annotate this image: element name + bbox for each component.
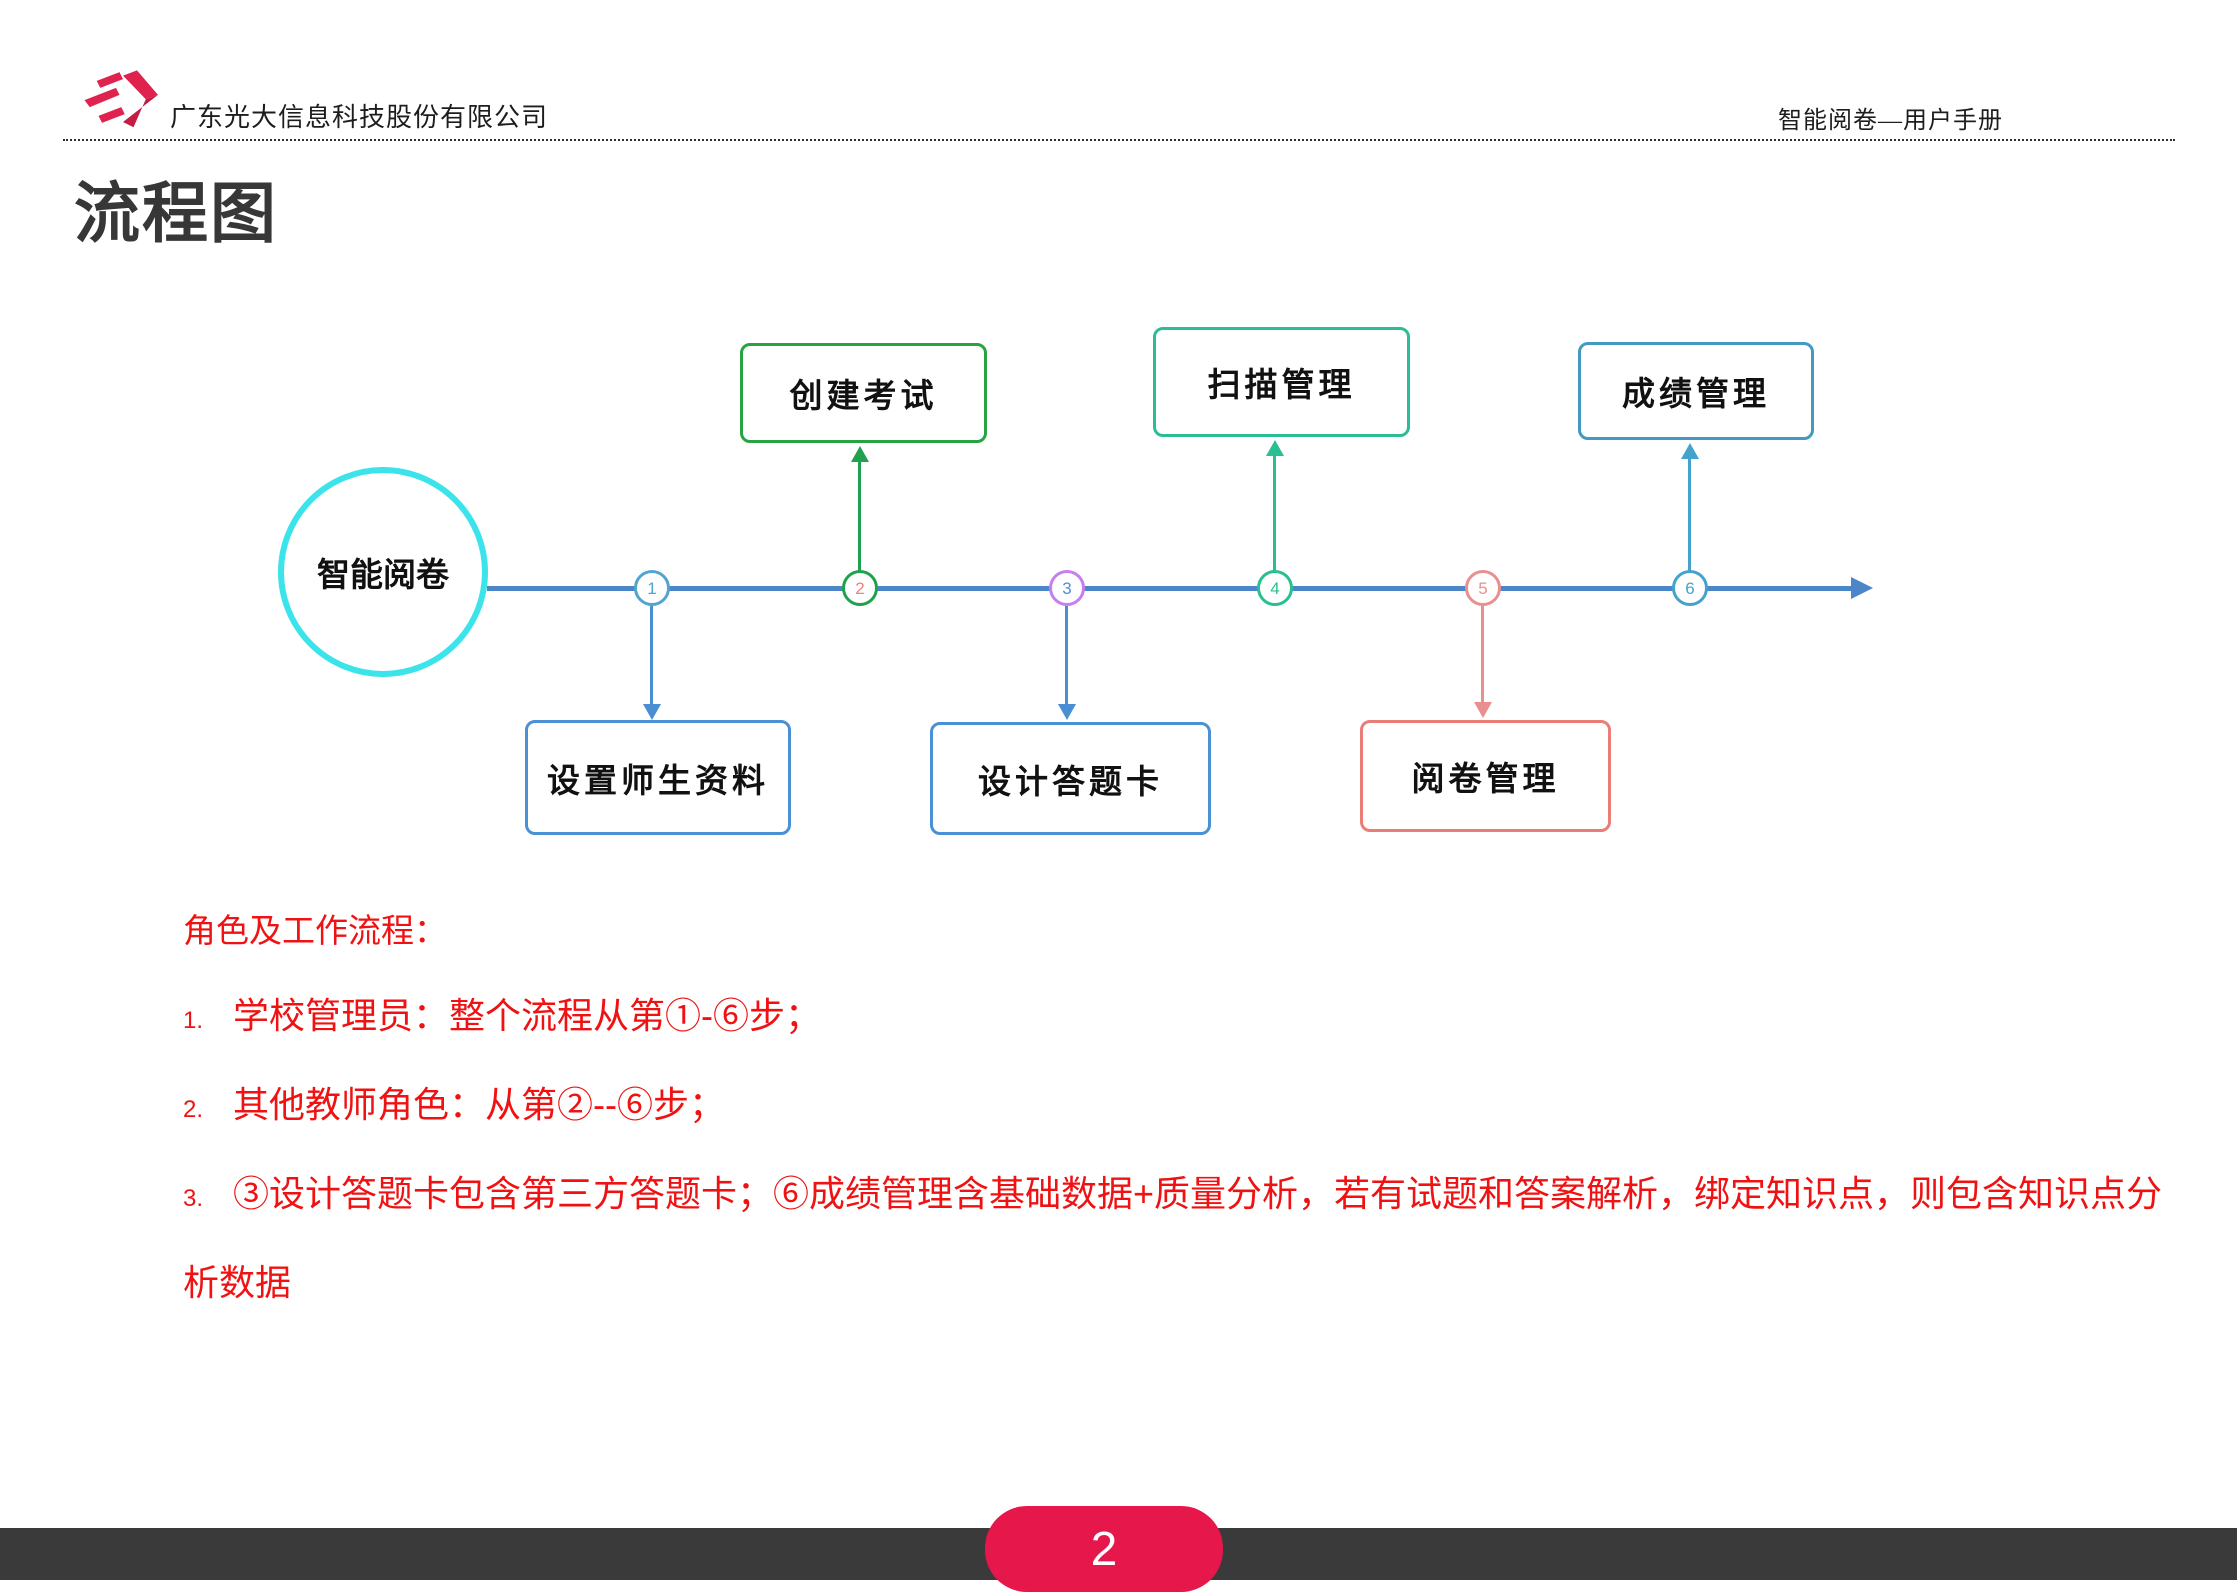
box-setup-teacher-student-data: 设置师生资料 — [525, 720, 791, 835]
node-number: 5 — [1478, 578, 1488, 598]
timeline-node-4: 4 — [1257, 570, 1293, 606]
arrow-down-icon — [643, 704, 661, 720]
connector-node5-down — [1481, 606, 1484, 702]
timeline-arrow-right-icon — [1851, 577, 1873, 599]
notes-section: 角色及工作流程： 1. 学校管理员：整个流程从第①-⑥步； 2. 其他教师角色：从第… — [183, 906, 2175, 1325]
timeline-node-1: 1 — [634, 570, 670, 606]
note-item-3: 3.③设计答题卡包含第三方答题卡；⑥成绩管理含基础数据+质量分析，若有试题和答案… — [183, 1152, 2175, 1325]
box-label: 创建考试 — [789, 379, 938, 415]
company-name: 广东光大信息科技股份有限公司 — [170, 103, 549, 132]
box-label: 扫描管理 — [1207, 368, 1356, 404]
note-number: 1. — [183, 1007, 204, 1034]
manual-title: 智能阅卷—用户手册 — [1778, 108, 2003, 134]
company-logo-icon — [84, 70, 158, 128]
note-item-1: 1. 学校管理员：整个流程从第①-⑥步； — [183, 974, 2175, 1063]
arrow-up-icon — [1266, 440, 1284, 456]
box-create-exam: 创建考试 — [740, 343, 987, 443]
box-label: 阅卷管理 — [1411, 762, 1560, 798]
note-number: 3. — [183, 1185, 204, 1212]
timeline-node-2: 2 — [842, 570, 878, 606]
page-title: 流程图 — [74, 176, 278, 250]
box-scan-management: 扫描管理 — [1153, 327, 1410, 437]
note-text: 其他教师角色：从第②--⑥步； — [233, 1084, 725, 1125]
box-label: 设计答题卡 — [978, 764, 1163, 801]
page-number: 2 — [1090, 1523, 1118, 1576]
connector-node6-up — [1688, 459, 1691, 572]
note-text: ③设计答题卡包含第三方答题卡；⑥成绩管理含基础数据+质量分析，若有试题和答案解析… — [183, 1173, 2163, 1303]
note-text: 学校管理员：整个流程从第①-⑥步； — [233, 995, 822, 1036]
timeline-node-3: 3 — [1049, 570, 1085, 606]
connector-node3-down — [1065, 606, 1068, 704]
node-number: 6 — [1685, 578, 1695, 598]
box-score-management: 成绩管理 — [1578, 342, 1814, 440]
arrow-up-icon — [851, 446, 869, 462]
page-number-badge: 2 — [985, 1506, 1223, 1592]
timeline-node-5: 5 — [1465, 570, 1501, 606]
timeline-line — [487, 586, 1853, 591]
node-number: 2 — [855, 578, 865, 598]
note-number: 2. — [183, 1096, 204, 1123]
start-circle: 智能阅卷 — [278, 467, 488, 677]
box-design-answer-sheet: 设计答题卡 — [930, 722, 1211, 835]
timeline-node-6: 6 — [1672, 570, 1708, 606]
connector-node2-up — [858, 462, 861, 572]
node-number: 1 — [647, 578, 657, 598]
connector-node4-up — [1273, 456, 1276, 572]
start-circle-label: 智能阅卷 — [317, 558, 449, 594]
arrow-down-icon — [1474, 702, 1492, 718]
connector-node1-down — [650, 606, 653, 704]
note-item-2: 2. 其他教师角色：从第②--⑥步； — [183, 1063, 2175, 1152]
box-marking-management: 阅卷管理 — [1360, 720, 1611, 832]
notes-heading: 角色及工作流程： — [183, 912, 447, 949]
arrow-up-icon — [1681, 443, 1699, 459]
box-label: 成绩管理 — [1622, 377, 1770, 413]
node-number: 4 — [1270, 578, 1280, 598]
box-label: 设置师生资料 — [547, 763, 769, 800]
header-divider — [63, 139, 2175, 141]
node-number: 3 — [1062, 578, 1072, 598]
arrow-down-icon — [1058, 704, 1076, 720]
